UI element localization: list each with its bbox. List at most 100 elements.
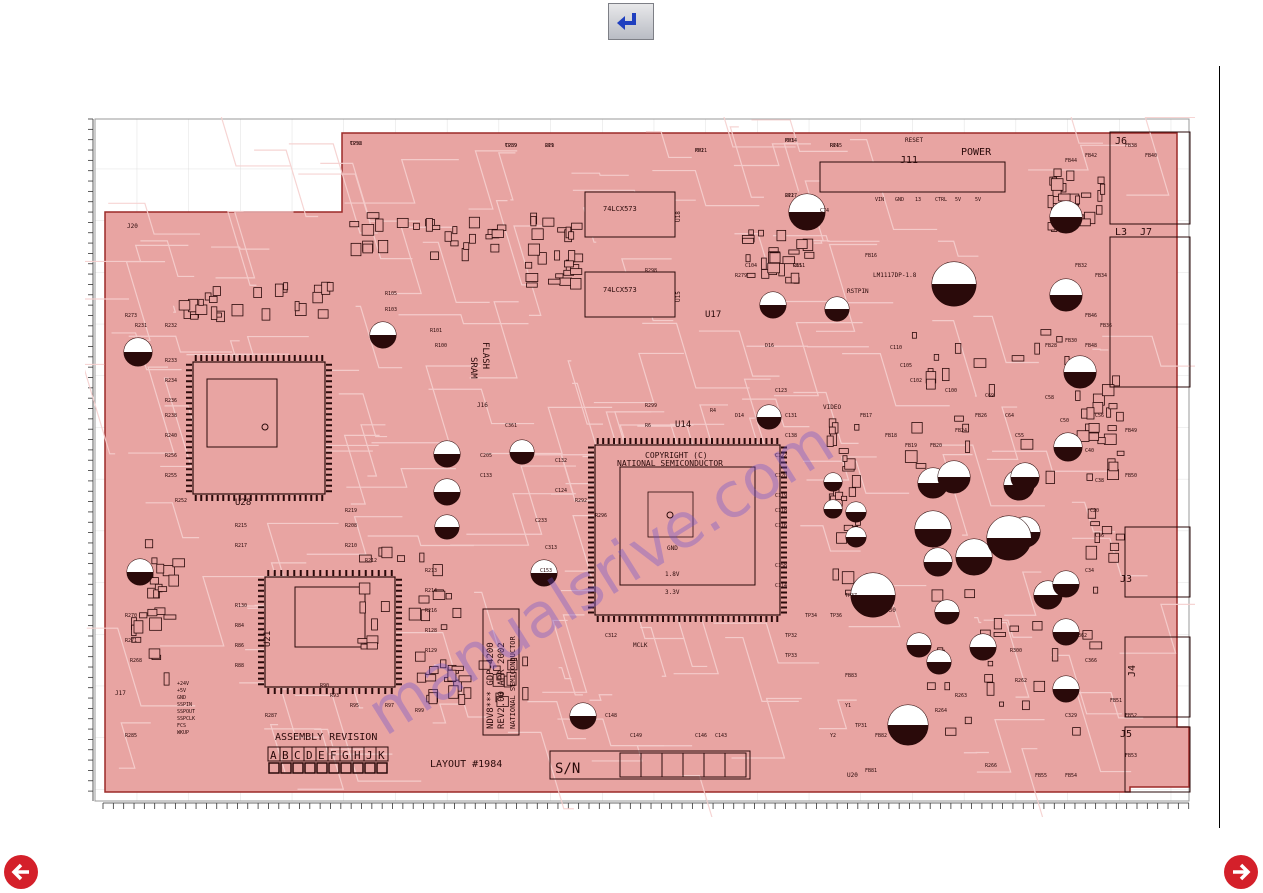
smd-part	[524, 261, 533, 269]
part-reference: C74	[820, 208, 829, 214]
part-reference: RP3	[785, 138, 794, 144]
chip-pin	[700, 438, 703, 444]
trace	[432, 703, 459, 724]
chip-pin	[186, 380, 192, 383]
electrolytic-capacitors	[123, 193, 1097, 746]
chip-pin	[319, 570, 322, 576]
capacitor	[937, 460, 971, 494]
revision-letter: K	[378, 749, 385, 762]
j11-pin-label: 5V	[955, 197, 961, 203]
chip-pin	[588, 491, 594, 494]
chip-pin	[781, 491, 787, 494]
part-reference: TP36	[830, 613, 842, 619]
chip-pin	[326, 380, 332, 383]
smd-part	[458, 694, 466, 705]
smd-part	[153, 589, 159, 599]
revision-check-box	[328, 762, 340, 774]
chip-pin	[781, 451, 787, 454]
smd-part	[195, 304, 208, 315]
chip-pin	[727, 438, 730, 444]
chip-pin	[776, 438, 779, 444]
chip-pin	[258, 611, 264, 614]
smd-part	[429, 666, 439, 675]
part-reference: R88	[235, 663, 244, 669]
smd-part	[1085, 545, 1098, 560]
trace	[751, 119, 848, 152]
smd-part	[448, 685, 459, 699]
part-reference: C313	[545, 545, 557, 551]
next-page-button[interactable]	[1224, 855, 1258, 889]
smd-part	[212, 286, 221, 296]
chip-pin	[781, 541, 787, 544]
trace	[338, 393, 388, 438]
chip-pin	[721, 616, 724, 622]
smd-part	[1011, 355, 1025, 362]
smd-part	[993, 617, 1003, 630]
part-reference: C120	[775, 473, 787, 479]
smd-part	[542, 217, 555, 227]
chip-pin	[694, 438, 697, 444]
smd-part	[788, 249, 800, 255]
v33-label: 3.3V	[665, 589, 680, 596]
smd-part	[261, 308, 271, 321]
smd-part	[131, 636, 142, 643]
part-reference: TP39	[505, 143, 517, 149]
chip-pin	[781, 556, 787, 559]
part-reference: FB18	[885, 433, 897, 439]
capacitor	[1049, 278, 1083, 312]
part-reference: R270	[125, 613, 137, 619]
power-rail-label: WKUP	[177, 730, 189, 736]
chip-pin	[781, 591, 787, 594]
chip-pin	[326, 473, 332, 476]
smd-part	[312, 291, 323, 304]
chip-pin	[186, 363, 192, 366]
chip-pin	[351, 570, 354, 576]
smd-part	[463, 242, 470, 250]
trace	[172, 305, 177, 313]
capacitor	[569, 702, 597, 730]
trace	[571, 172, 629, 176]
previous-page-button[interactable]	[4, 855, 38, 889]
chip-pin	[267, 688, 270, 694]
smd-part	[790, 272, 800, 284]
trace	[239, 682, 320, 738]
trace	[542, 614, 588, 693]
chip-pin	[258, 683, 264, 686]
smd-part	[848, 487, 857, 497]
smd-part	[962, 423, 970, 433]
chip-pin	[776, 616, 779, 622]
chip-pin	[244, 355, 247, 361]
chip-pin	[310, 355, 313, 361]
smd-part	[209, 296, 218, 303]
chip-pin	[186, 374, 192, 377]
trace	[723, 117, 796, 148]
chip-pin	[781, 481, 787, 484]
trace	[593, 352, 684, 404]
smd-part	[1033, 680, 1046, 692]
chip-pin	[238, 355, 241, 361]
chip-pin	[588, 461, 594, 464]
chip-pin	[640, 438, 643, 444]
smd-part	[944, 682, 950, 691]
smd-part	[172, 558, 185, 568]
chip-u28	[186, 355, 332, 501]
chip-pin	[306, 688, 309, 694]
trace	[937, 444, 1045, 507]
connector-j4	[1124, 636, 1191, 718]
trace	[466, 465, 576, 535]
trace	[294, 694, 422, 782]
capacitor	[788, 193, 826, 231]
j7-label: J7	[1140, 227, 1152, 238]
chip-pin	[738, 616, 741, 622]
return-button[interactable]	[608, 3, 654, 40]
trace	[942, 454, 973, 536]
chip-pin	[396, 584, 402, 587]
part-reference: R105	[385, 291, 397, 297]
smd-part	[1094, 532, 1100, 544]
chip-pin	[781, 506, 787, 509]
trace	[422, 241, 490, 303]
chip-pin	[396, 633, 402, 636]
chip-pin	[326, 451, 332, 454]
chip-pin	[186, 490, 192, 493]
capacitor	[955, 538, 993, 576]
